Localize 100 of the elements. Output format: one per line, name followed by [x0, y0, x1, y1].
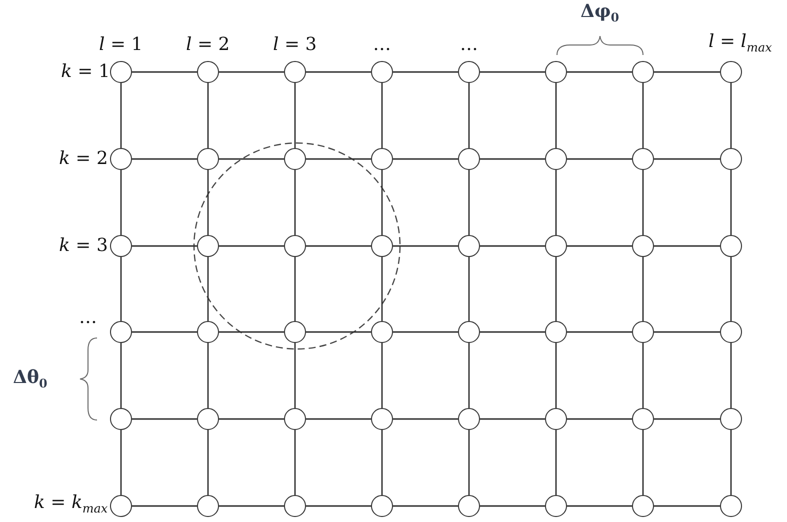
grid-line [219, 158, 284, 160]
column-index-label: l = l$_{max}$ [708, 31, 772, 57]
grid-line [480, 418, 545, 420]
grid-line [120, 257, 122, 321]
grid-line [120, 430, 122, 495]
grid-line [219, 331, 284, 333]
grid-node-circle [197, 321, 219, 343]
grid-line [642, 83, 644, 148]
ellipsis: … [79, 307, 97, 329]
grid-node-circle [720, 148, 742, 170]
grid-node-circle [545, 408, 567, 430]
row-index-label: k = k$_{max}$ [34, 492, 108, 518]
grid-node-circle [720, 61, 742, 83]
grid-node-circle [110, 148, 132, 170]
row-index-label: k = 1 [61, 61, 110, 83]
grid-node-circle [458, 408, 480, 430]
grid-line [555, 170, 557, 235]
grid-line [468, 343, 470, 408]
grid-line [294, 430, 296, 495]
grid-line [294, 170, 296, 235]
grid-node-circle [371, 321, 393, 343]
grid-line [120, 343, 122, 408]
grid-node-circle [197, 235, 219, 257]
angle-step-label: Δθ$_{0}$ [13, 367, 48, 393]
grid-line [219, 245, 284, 247]
grid-line [567, 71, 632, 73]
grid-line [642, 343, 644, 408]
column-index-label: l = 3 [273, 34, 317, 56]
grid-line [555, 430, 557, 495]
grid-line [555, 343, 557, 408]
grid-line [207, 430, 209, 495]
grid-line [654, 245, 720, 247]
grid-line [480, 71, 545, 73]
grid-line [132, 418, 197, 420]
grid-node-circle [371, 148, 393, 170]
grid-line [567, 505, 632, 507]
grid-line [642, 430, 644, 495]
grid-node-circle [632, 408, 654, 430]
grid-line [381, 430, 383, 495]
grid-line [393, 158, 458, 160]
grid-line [132, 505, 197, 507]
grid-line [567, 158, 632, 160]
grid-line [730, 430, 732, 495]
grid-line [480, 158, 545, 160]
grid-line [306, 505, 371, 507]
grid-line [294, 343, 296, 408]
grid-node-circle [284, 235, 306, 257]
grid-node-circle [110, 235, 132, 257]
grid-node-circle [458, 235, 480, 257]
grid-line [468, 430, 470, 495]
grid-node-circle [632, 235, 654, 257]
grid-line [306, 418, 371, 420]
ellipsis: … [460, 34, 478, 56]
grid-node-circle [720, 408, 742, 430]
grid-line [730, 343, 732, 408]
grid-line [642, 170, 644, 235]
grid-line [468, 257, 470, 321]
column-index-label: l = 1 [99, 34, 143, 56]
grid-node-circle [371, 495, 393, 517]
grid-line [207, 343, 209, 408]
grid-node-circle [545, 148, 567, 170]
grid-line [219, 505, 284, 507]
grid-line [730, 83, 732, 148]
grid-node-circle [545, 321, 567, 343]
grid-line [654, 331, 720, 333]
grid-line [132, 331, 197, 333]
grid-line [381, 170, 383, 235]
grid-line [219, 71, 284, 73]
grid-node-circle [545, 235, 567, 257]
grid-node-circle [371, 408, 393, 430]
grid-line [393, 505, 458, 507]
grid-node-circle [284, 495, 306, 517]
grid-node-circle [632, 148, 654, 170]
grid-node-circle [110, 495, 132, 517]
grid-node-circle [720, 321, 742, 343]
grid-line [306, 245, 371, 247]
grid-node-circle [197, 408, 219, 430]
grid-line [480, 245, 545, 247]
grid-line [294, 257, 296, 321]
grid-node-circle [720, 495, 742, 517]
grid-line [207, 83, 209, 148]
grid-line [393, 71, 458, 73]
ellipsis: … [373, 34, 391, 56]
grid-node-circle [284, 408, 306, 430]
grid-line [480, 505, 545, 507]
column-index-label: l = 2 [186, 34, 230, 56]
grid-line [132, 158, 197, 160]
grid-node-circle [632, 495, 654, 517]
grid-line [555, 257, 557, 321]
grid-node-circle [458, 61, 480, 83]
grid-line [730, 170, 732, 235]
row-index-label: k = 2 [59, 148, 108, 170]
grid-node-circle [371, 235, 393, 257]
grid-node-circle [458, 148, 480, 170]
grid-line [306, 158, 371, 160]
grid-line [381, 343, 383, 408]
grid-line [567, 245, 632, 247]
grid-node-circle [545, 495, 567, 517]
grid-line [381, 257, 383, 321]
grid-line [120, 170, 122, 235]
